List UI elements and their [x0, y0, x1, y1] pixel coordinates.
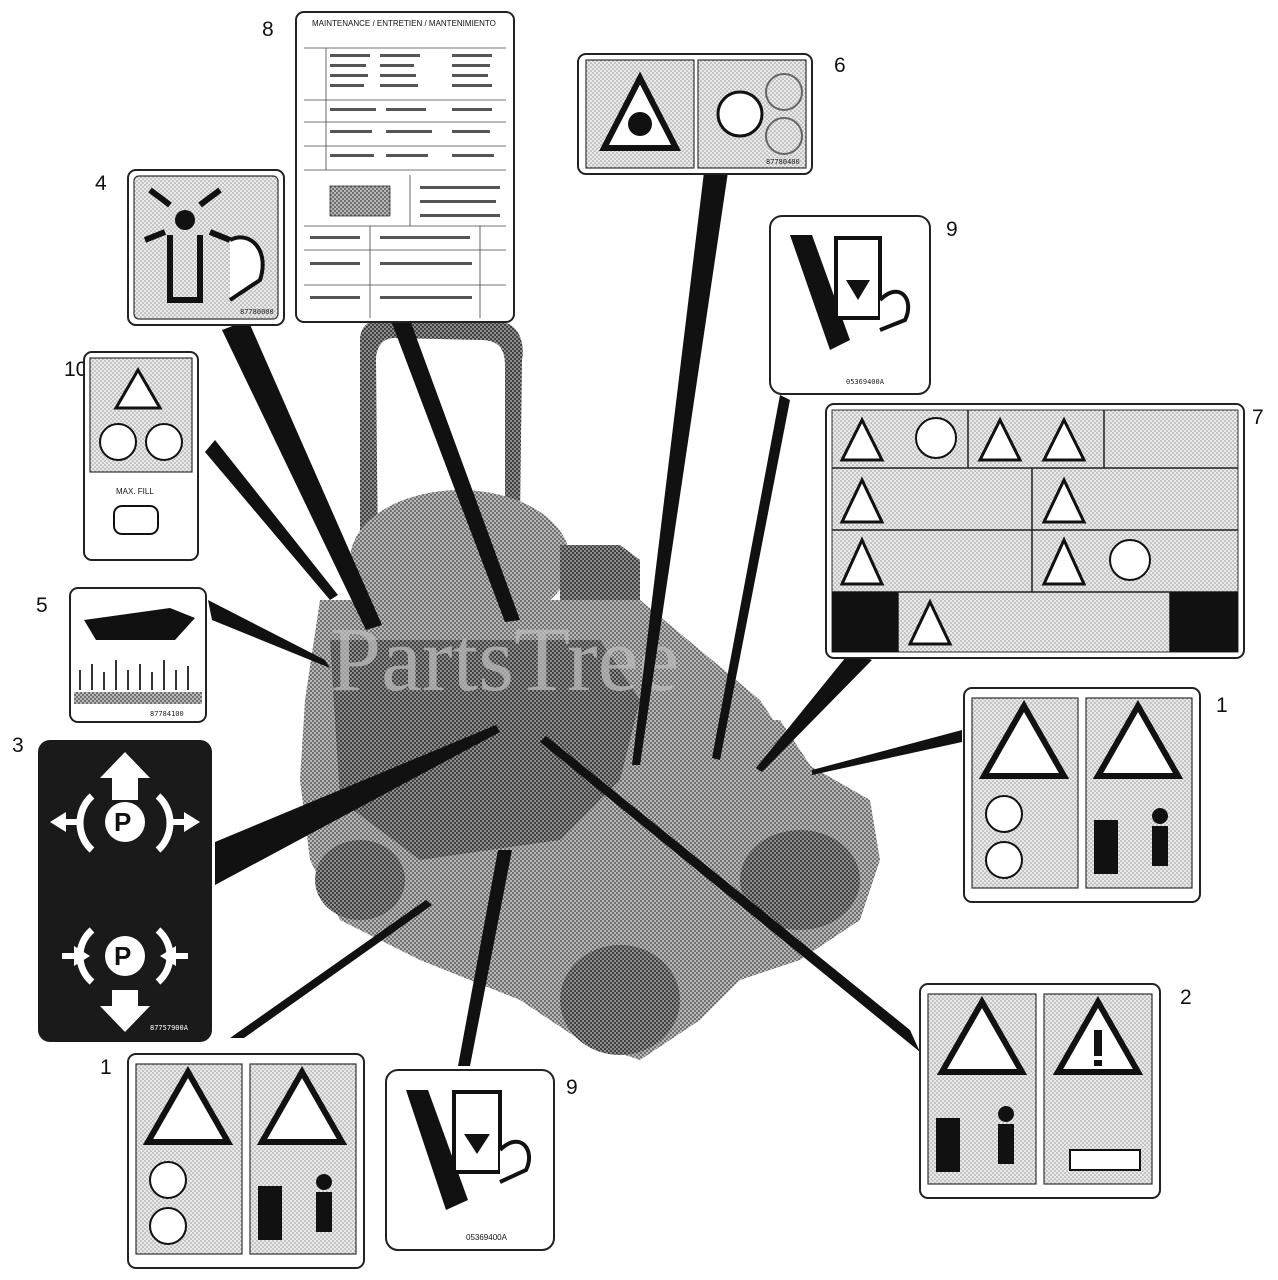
- callout-4: 4: [95, 172, 107, 195]
- mower-illustration: [300, 317, 880, 1060]
- decal-4-part: 87780000: [240, 308, 274, 316]
- decal-4-thrown-objects: 87780000: [127, 169, 285, 326]
- decal-9-pinch-top: 05369400A: [769, 215, 931, 395]
- callout-6: 6: [834, 54, 846, 77]
- svg-text:P: P: [114, 807, 131, 837]
- decal-8-title: MAINTENANCE / ENTRETIEN / MANTENIMIENTO: [312, 19, 496, 28]
- decal-6-rollover: 87780400: [577, 53, 813, 175]
- callout-3: 3: [12, 734, 24, 757]
- watermark: PartsTree: [330, 608, 679, 710]
- decal-5-hot-surface: 87784100: [69, 587, 207, 723]
- callout-7: 7: [1252, 406, 1264, 429]
- svg-text:P: P: [114, 941, 131, 971]
- decal-3-part: 87757900A: [150, 1024, 189, 1032]
- callout-9-bottom: 9: [566, 1076, 578, 1099]
- callout-10: 10: [64, 358, 87, 381]
- decal-7-operator-safety: [825, 403, 1245, 659]
- decal-1-bottom: [127, 1053, 365, 1269]
- callout-2: 2: [1180, 986, 1192, 1009]
- decal-5-part: 87784100: [150, 710, 184, 718]
- decal-10-fill-label: MAX. FILL: [116, 487, 154, 496]
- decal-9-bottom-part: 05369400A: [466, 1233, 508, 1242]
- callout-9-top: 9: [946, 218, 958, 241]
- decal-8-maintenance: MAINTENANCE / ENTRETIEN / MANTENIMIENTO: [295, 11, 515, 323]
- callout-pointers: [205, 172, 962, 1066]
- decal-1-right: [963, 687, 1201, 903]
- decal-6-part: 87780400: [766, 158, 800, 166]
- callout-8: 8: [262, 18, 274, 41]
- callout-5: 5: [36, 594, 48, 617]
- callout-1-bottom: 1: [100, 1056, 112, 1079]
- callout-1-right: 1: [1216, 694, 1228, 717]
- decal-10-fuel: MAX. FILL: [83, 351, 199, 561]
- decal-2-safety: [919, 983, 1161, 1199]
- decal-3-parking-brake: P P 87757900A: [38, 740, 212, 1042]
- decal-9-pinch-bottom: 05369400A: [385, 1069, 555, 1251]
- decal-9-top-part: 05369400A: [846, 378, 885, 386]
